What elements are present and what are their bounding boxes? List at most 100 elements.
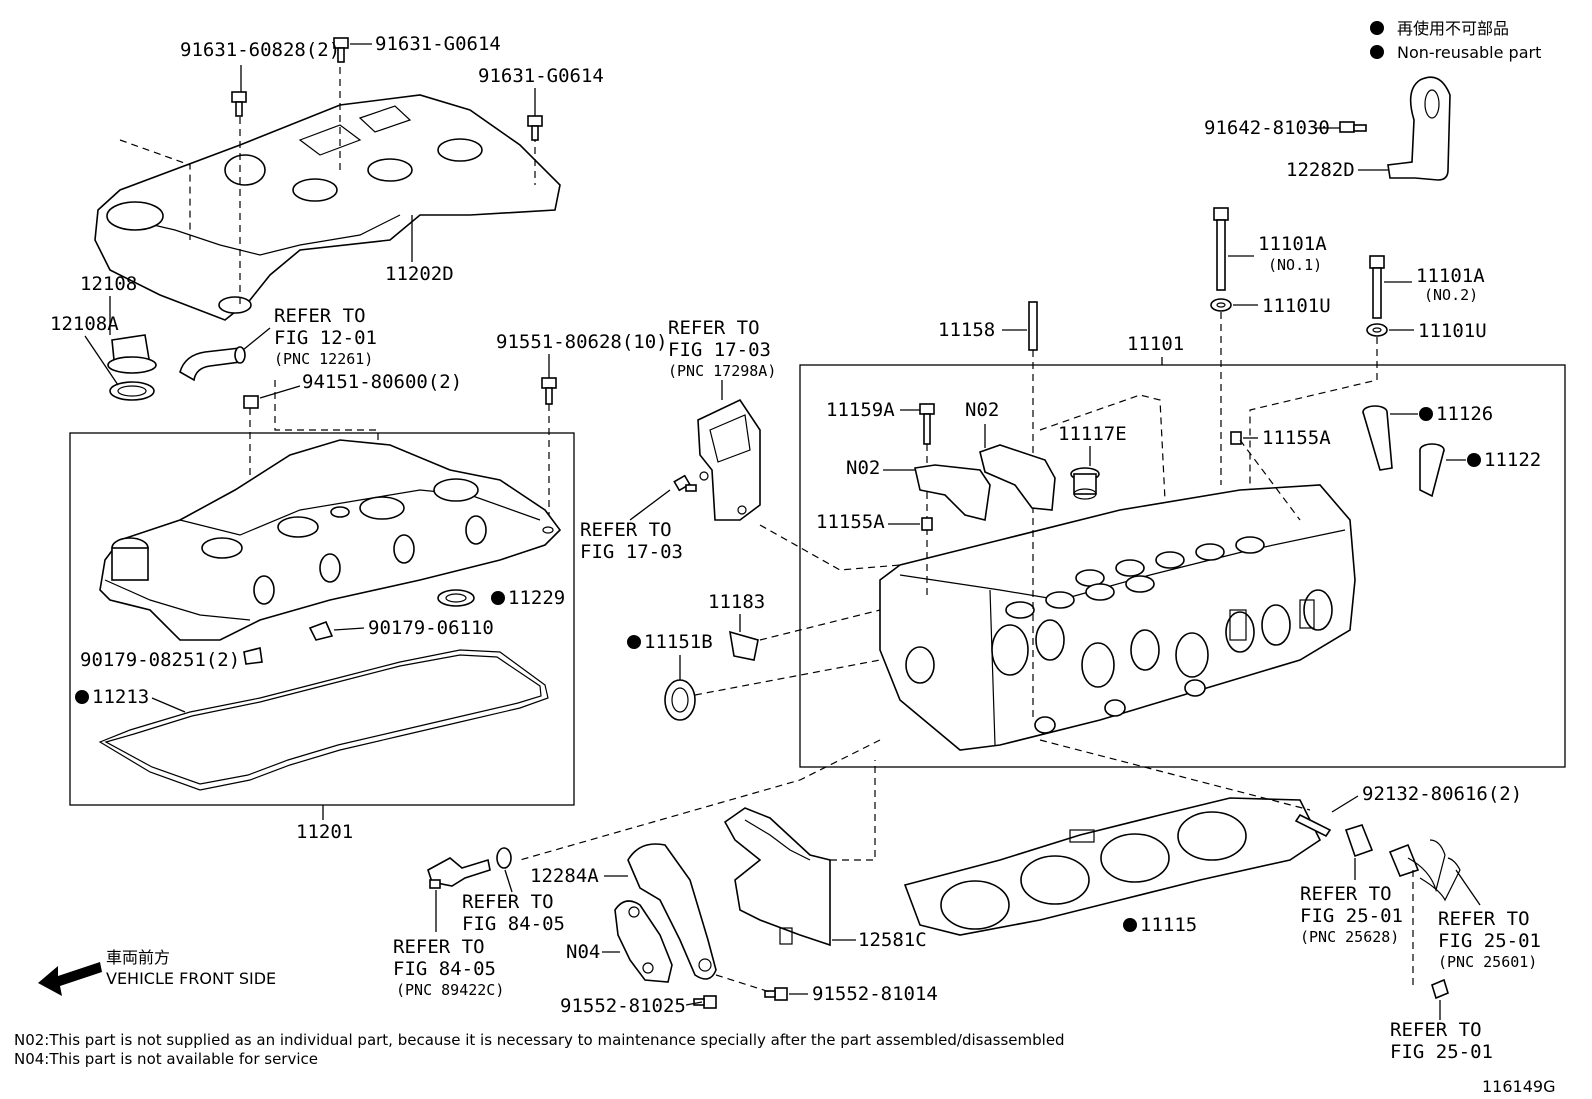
front-label-en: VEHICLE FRONT SIDE: [106, 969, 276, 988]
label-n02-a: N02: [846, 457, 880, 479]
non-reusable-dot-icon: [1370, 45, 1384, 59]
label-11101u-1: 11101U: [1262, 295, 1331, 317]
label-refer-25-01b-line2: FIG 25-01: [1438, 930, 1541, 952]
label-refer-25-01c-line1: REFER TO: [1390, 1019, 1482, 1041]
label-12108: 12108: [80, 273, 137, 295]
plug-11183: [729, 630, 759, 661]
label-12581c: 12581C: [858, 929, 927, 951]
front-label-jp: 車両前方: [106, 948, 170, 967]
label-refer-25-01a-line1: REFER TO: [1300, 883, 1392, 905]
non-reusable-dot-icon: [627, 635, 641, 649]
label-91631-g0614-b: 91631-G0614: [478, 65, 604, 87]
label-91642-81030: 91642-81030: [1204, 117, 1330, 139]
label-92132-80616: 92132-80616(2): [1362, 783, 1522, 805]
stud-11158: [1028, 301, 1038, 351]
label-91631-g0614-a: 91631-G0614: [375, 33, 501, 55]
label-12282d: 12282D: [1286, 159, 1355, 181]
label-11158: 11158: [938, 319, 995, 341]
clip-90179-06110: [308, 620, 334, 641]
dowel-11155a-a: [921, 517, 933, 531]
label-refer-25-01a-line2: FIG 25-01: [1300, 905, 1403, 927]
label-11201: 11201: [296, 821, 353, 843]
non-reusable-dot-icon: [75, 690, 89, 704]
cover-bolts: [231, 37, 543, 141]
bolt-icon: [333, 37, 349, 63]
label-refer-25-01a-line3: (PNC 25628): [1300, 928, 1399, 946]
gasket-washer: [496, 847, 512, 869]
grommet-11229: [437, 589, 475, 607]
timing-cover-12581c: [723, 807, 831, 947]
washer-11101u: [1210, 298, 1232, 312]
figure-id: 116149G: [1482, 1077, 1555, 1096]
label-11101a-no1-sub: (NO.1): [1268, 256, 1322, 274]
bracket-12284a: [627, 843, 717, 980]
cylinder-head-11101: [879, 484, 1356, 751]
label-11159a: 11159A: [826, 399, 895, 421]
temperature-sensor: [427, 857, 491, 889]
label-refer-17-03a-line1: REFER TO: [668, 317, 760, 339]
label-11122: 11122: [1484, 449, 1541, 471]
label-11229: 11229: [508, 587, 565, 609]
nut-icon: [1431, 978, 1449, 1000]
breather-hose: [179, 346, 246, 382]
non-reusable-dot-icon: [1370, 21, 1384, 35]
tube-11122: [1419, 443, 1445, 498]
label-refer-25-01b-line3: (PNC 25601): [1438, 953, 1537, 971]
label-refer-84-05a-line2: FIG 84-05: [462, 913, 565, 935]
label-90179-06110: 90179-06110: [368, 617, 494, 639]
vehicle-front-arrow-icon: [38, 962, 102, 996]
label-refer-17-03a-line3: (PNC 17298A): [668, 362, 776, 380]
bolt-91552-81025: [693, 995, 717, 1009]
label-91552-81025: 91552-81025: [560, 995, 686, 1017]
label-refer-12-01-line3: (PNC 12261): [274, 350, 373, 368]
label-12108a: 12108A: [50, 313, 119, 335]
label-11101a-no2-sub: (NO.2): [1424, 286, 1478, 304]
footnote-n02: N02:This part is not supplied as an indi…: [14, 1031, 1065, 1049]
cylinder-head-group-box: [799, 364, 1566, 768]
label-91551-80628: 91551-80628(10): [496, 331, 668, 353]
pipe-25601: [1388, 839, 1461, 902]
label-11115: 11115: [1140, 914, 1197, 936]
label-n04: N04: [566, 941, 600, 963]
label-refer-84-05b-line1: REFER TO: [393, 936, 485, 958]
label-90179-08251: 90179-08251(2): [80, 649, 240, 671]
label-refer-84-05a-line1: REFER TO: [462, 891, 554, 913]
label-refer-25-01c-line2: FIG 25-01: [1390, 1041, 1493, 1063]
label-refer-84-05b-line3: (PNC 89422C): [396, 981, 504, 999]
washer-11101u: [1366, 323, 1388, 337]
footnote-n04: N04:This part is not available for servi…: [14, 1050, 318, 1068]
plug-11117e: [1070, 467, 1100, 500]
legend-en: Non-reusable part: [1397, 43, 1541, 62]
stud-92132: [1294, 813, 1332, 838]
cover-alignment-lines: [119, 55, 536, 305]
label-refer-25-01b-line1: REFER TO: [1438, 908, 1530, 930]
label-refer-17-03b-line1: REFER TO: [580, 519, 672, 541]
label-refer-12-01-line1: REFER TO: [274, 305, 366, 327]
non-reusable-dot-icon: [491, 591, 505, 605]
label-11183: 11183: [708, 591, 765, 613]
label-refer-17-03a-line2: FIG 17-03: [668, 339, 771, 361]
nut-icon: [243, 395, 259, 409]
head-gasket-11115: [903, 797, 1322, 936]
label-refer-17-03b-line2: FIG 17-03: [580, 541, 683, 563]
label-94151-80600: 94151-80600(2): [302, 371, 462, 393]
label-n02-b: N02: [965, 399, 999, 421]
bolt-11159a: [919, 403, 935, 445]
label-11155a-b: 11155A: [1262, 427, 1331, 449]
bolt-icon: [231, 91, 247, 117]
legend-jp: 再使用不可部品: [1397, 19, 1509, 38]
dowel-11155a-b: [1230, 431, 1242, 445]
label-11117e: 11117E: [1058, 423, 1127, 445]
bolt-icon: [527, 115, 543, 141]
clip-90179-08251: [243, 647, 263, 665]
label-refer-12-01-line2: FIG 12-01: [274, 327, 377, 349]
non-reusable-dot-icon: [1467, 453, 1481, 467]
gasket-11213: [98, 649, 549, 791]
label-refer-84-05b-line2: FIG 84-05: [393, 958, 496, 980]
label-11101a-no2: 11101A: [1416, 265, 1485, 287]
bearing-cap-n02-b: [979, 444, 1056, 511]
label-11101u-2: 11101U: [1418, 320, 1487, 342]
label-11213: 11213: [92, 686, 149, 708]
flange-gasket-25628: [1344, 824, 1374, 858]
